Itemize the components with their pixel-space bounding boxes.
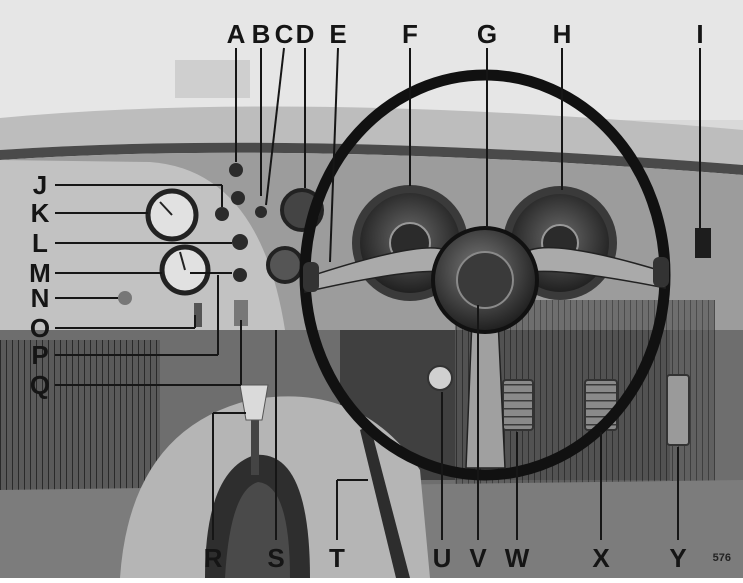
label-l: L [32, 228, 48, 258]
label-f: F [402, 19, 418, 49]
label-a: A [226, 19, 246, 49]
label-x: X [592, 543, 610, 573]
steering-wheel [299, 69, 671, 481]
label-q: Q [29, 370, 51, 400]
label-p: P [31, 340, 49, 370]
label-b: B [251, 19, 271, 49]
dash-top-rail [0, 106, 743, 165]
gear-lever [239, 384, 269, 475]
label-h: H [552, 19, 572, 49]
handbrake [360, 425, 410, 578]
switches [118, 163, 267, 327]
label-e: E [329, 19, 347, 49]
figure-number: 576 [712, 552, 731, 564]
label-u: U [432, 543, 452, 573]
label-t: T [329, 543, 345, 573]
label-c: C [274, 19, 294, 49]
label-o: O [29, 313, 51, 343]
label-j: J [32, 170, 48, 200]
label-k: K [30, 198, 50, 228]
label-w: W [504, 543, 530, 573]
label-v: V [469, 543, 487, 573]
mirror [175, 60, 250, 98]
label-y: Y [669, 543, 687, 573]
label-r: R [203, 543, 223, 573]
label-s: S [267, 543, 285, 573]
leader-lines [55, 47, 701, 540]
right-switch [695, 228, 711, 258]
label-n: N [30, 283, 50, 313]
label-g: G [476, 19, 498, 49]
label-i: I [696, 19, 704, 49]
label-d: D [295, 19, 315, 49]
left-gauges [145, 188, 324, 296]
label-m: M [29, 258, 51, 288]
